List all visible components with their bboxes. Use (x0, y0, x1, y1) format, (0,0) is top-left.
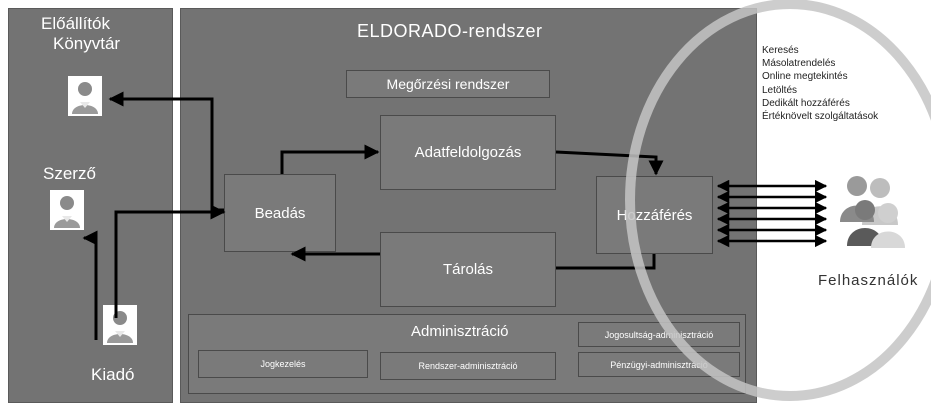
producers-panel: Előállítók Könyvtár Szerző Kiadó (8, 8, 173, 403)
publisher-person-icon (103, 305, 137, 345)
library-person-icon (68, 76, 102, 116)
rights-management-label: Jogkezelés (260, 359, 306, 369)
users-group-icon (840, 176, 905, 248)
system-title: ELDORADO-rendszer (357, 21, 543, 41)
service-item: Másolatrendelés (762, 58, 836, 70)
rights-management-box: Jogkezelés (198, 350, 368, 378)
entitlement-admin-label: Jogosultság-adminisztráció (604, 329, 714, 340)
access-label: Hozzáférés (616, 206, 693, 224)
publisher-label: Kiadó (91, 365, 135, 384)
author-label: Szerző (43, 164, 96, 183)
system-admin-label: Rendszer-adminisztráció (418, 361, 518, 371)
author-person-icon (50, 190, 84, 230)
service-item: Letöltés (762, 84, 798, 96)
administration-title: Adminisztráció (411, 323, 509, 340)
storage-box: Tárolás (380, 232, 556, 307)
storage-label: Tárolás (442, 261, 494, 278)
entitlement-admin-box: Jogosultság-adminisztráció (578, 322, 740, 347)
producers-title: Előállítók (41, 14, 110, 33)
submission-label: Beadás (254, 204, 306, 222)
services-list: Keresés Másolatrendelés Online megtekint… (762, 44, 878, 123)
data-processing-box: Adatfeldolgozás (380, 115, 556, 190)
data-processing-label: Adatfeldolgozás (414, 144, 522, 161)
service-item: Dedikált hozzáférés (762, 97, 850, 109)
finance-admin-box: Pénzügyi-adminisztráció (578, 352, 740, 377)
service-item: Keresés (762, 45, 799, 56)
service-item: Online megtekintés (762, 71, 848, 83)
service-item: Értéknövelt szolgáltatások (762, 111, 879, 123)
users-label: Felhasználók (818, 272, 919, 289)
system-admin-box: Rendszer-adminisztráció (380, 352, 556, 380)
preservation-system-label: Megőrzési rendszer (386, 76, 510, 92)
preservation-system-box: Megőrzési rendszer (346, 70, 550, 98)
submission-box: Beadás (224, 174, 336, 252)
access-box: Hozzáférés (596, 176, 713, 254)
finance-admin-label: Pénzügyi-adminisztráció (610, 359, 708, 370)
library-label: Könyvtár (53, 34, 121, 53)
